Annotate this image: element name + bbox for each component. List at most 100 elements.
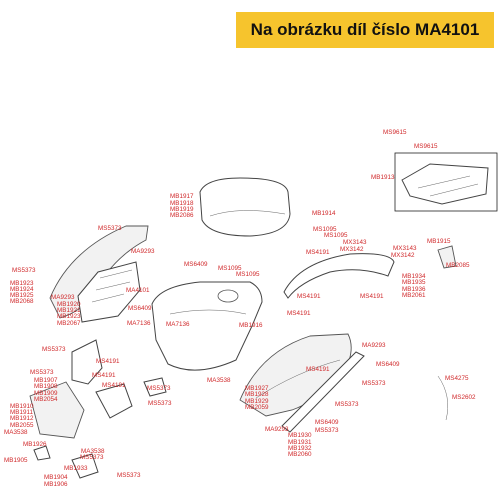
part-label: MB1936 — [402, 286, 426, 293]
rack-inset-box — [394, 152, 498, 212]
part-label: MS6409 — [315, 419, 339, 426]
part-label: MS5373 — [98, 225, 122, 232]
part-label: MS1095 — [218, 265, 242, 272]
part-label: MB1906 — [44, 481, 68, 488]
part-labels: MS9615 MS9615 MB1913 MB1917 MB1918 MB191… — [4, 129, 476, 488]
part-label: MS1095 — [313, 226, 337, 233]
part-label: MB1904 — [44, 474, 68, 481]
part-label: MB1908 — [34, 383, 58, 390]
cable-part — [437, 375, 448, 421]
part-label: MX3142 — [340, 246, 364, 253]
part-label: MB2067 — [57, 320, 81, 327]
part-label: MS5373 — [315, 427, 339, 434]
part-label: MS4191 — [102, 382, 126, 389]
part-label: MA3538 — [4, 429, 28, 436]
part-label: MS6409 — [128, 305, 152, 312]
part-label: MS5373 — [12, 267, 36, 274]
part-label: MS4191 — [96, 358, 120, 365]
part-label: MS5373 — [80, 454, 104, 461]
part-label: MB1914 — [312, 210, 336, 217]
part-label: MA7136 — [127, 320, 151, 327]
part-label: MB2085 — [446, 262, 470, 269]
part-label: MB2059 — [245, 404, 269, 411]
part-label: MA9293 — [51, 294, 75, 301]
part-label: MX3142 — [391, 252, 415, 259]
part-label: MS2602 — [452, 394, 476, 401]
part-label: MA3538 — [207, 377, 231, 384]
part-label: MB2086 — [170, 212, 194, 219]
tail-cowl-part — [283, 253, 395, 299]
bottom-bracket-part — [71, 453, 99, 479]
part-label: MB1912 — [10, 415, 34, 422]
part-label: MB1917 — [170, 193, 194, 200]
right-trim-strip-part — [281, 351, 365, 433]
part-label: MX3143 — [343, 239, 367, 246]
header-banner: Na obrázku díl číslo MA4101 — [236, 12, 494, 48]
part-label: MB2068 — [10, 298, 34, 305]
part-label: MS1095 — [236, 271, 260, 278]
part-label: MB1910 — [10, 403, 34, 410]
part-label: MA9293 — [131, 248, 155, 255]
part-label: MB2061 — [402, 292, 426, 299]
part-label: MB1923 — [10, 280, 34, 287]
part-label: MB1924 — [10, 286, 34, 293]
part-label: MS4275 — [445, 375, 469, 382]
front-lower-panel-part — [29, 381, 85, 439]
part-label: MB1915 — [427, 238, 451, 245]
part-label: MB1927 — [245, 385, 269, 392]
part-label: MB1933 — [64, 465, 88, 472]
part-label: MS5373 — [42, 346, 66, 353]
part-label: MA4101 — [126, 287, 150, 294]
hinge-part — [143, 377, 167, 397]
part-label: MS4191 — [306, 249, 330, 256]
inner-panel-part — [77, 261, 141, 323]
storage-bin-part — [151, 281, 263, 371]
part-label: MB1923 — [57, 313, 81, 320]
part-label: MA9293 — [265, 426, 289, 433]
part-label: MA9293 — [362, 342, 386, 349]
part-label: MS5373 — [335, 401, 359, 408]
part-label: MB1925 — [10, 292, 34, 299]
part-label: MS9615 — [414, 143, 438, 150]
part-label: MB1913 — [371, 174, 395, 181]
part-label: MS4191 — [306, 366, 330, 373]
part-label: MS5373 — [147, 385, 171, 392]
part-label: MS4191 — [297, 293, 321, 300]
part-label: MB1921 — [57, 307, 81, 314]
part-label: MB1931 — [288, 439, 312, 446]
part-label: MB1918 — [170, 200, 194, 207]
part-label: MB1907 — [34, 377, 58, 384]
part-label: MB1926 — [23, 441, 47, 448]
part-label: MB1928 — [245, 391, 269, 398]
part-label: MA7136 — [166, 321, 190, 328]
part-label: MB2055 — [10, 422, 34, 429]
part-label: MS5373 — [148, 400, 172, 407]
part-label: MB2054 — [34, 396, 58, 403]
front-bracket-part — [71, 339, 103, 385]
part-label: MS5373 — [30, 369, 54, 376]
part-label: MS5373 — [117, 472, 141, 479]
part-label: MB2060 — [288, 451, 312, 458]
part-label: MB1911 — [10, 409, 33, 416]
part-label: MB1919 — [170, 206, 194, 213]
header-title: Na obrázku díl číslo MA4101 — [250, 20, 480, 39]
part-label: MB1916 — [239, 322, 263, 329]
mudflap-part — [437, 245, 457, 269]
part-label: MB1930 — [288, 432, 312, 439]
part-label: MS9615 — [383, 129, 407, 136]
part-label: MS6409 — [376, 361, 400, 368]
parts-drawing — [29, 152, 498, 479]
rear-rack-part — [401, 163, 489, 205]
small-clip-part — [33, 445, 51, 461]
part-label: MS6409 — [184, 261, 208, 268]
part-label: MB1929 — [245, 398, 269, 405]
part-label: MB1905 — [4, 457, 28, 464]
part-label: MS1095 — [324, 232, 348, 239]
part-label: MB1934 — [402, 273, 426, 280]
part-label: MB1909 — [34, 390, 58, 397]
part-label: MS4191 — [92, 372, 116, 379]
part-label: MB1932 — [288, 445, 312, 452]
part-label: MB1920 — [57, 301, 81, 308]
part-label: MS5373 — [362, 380, 386, 387]
